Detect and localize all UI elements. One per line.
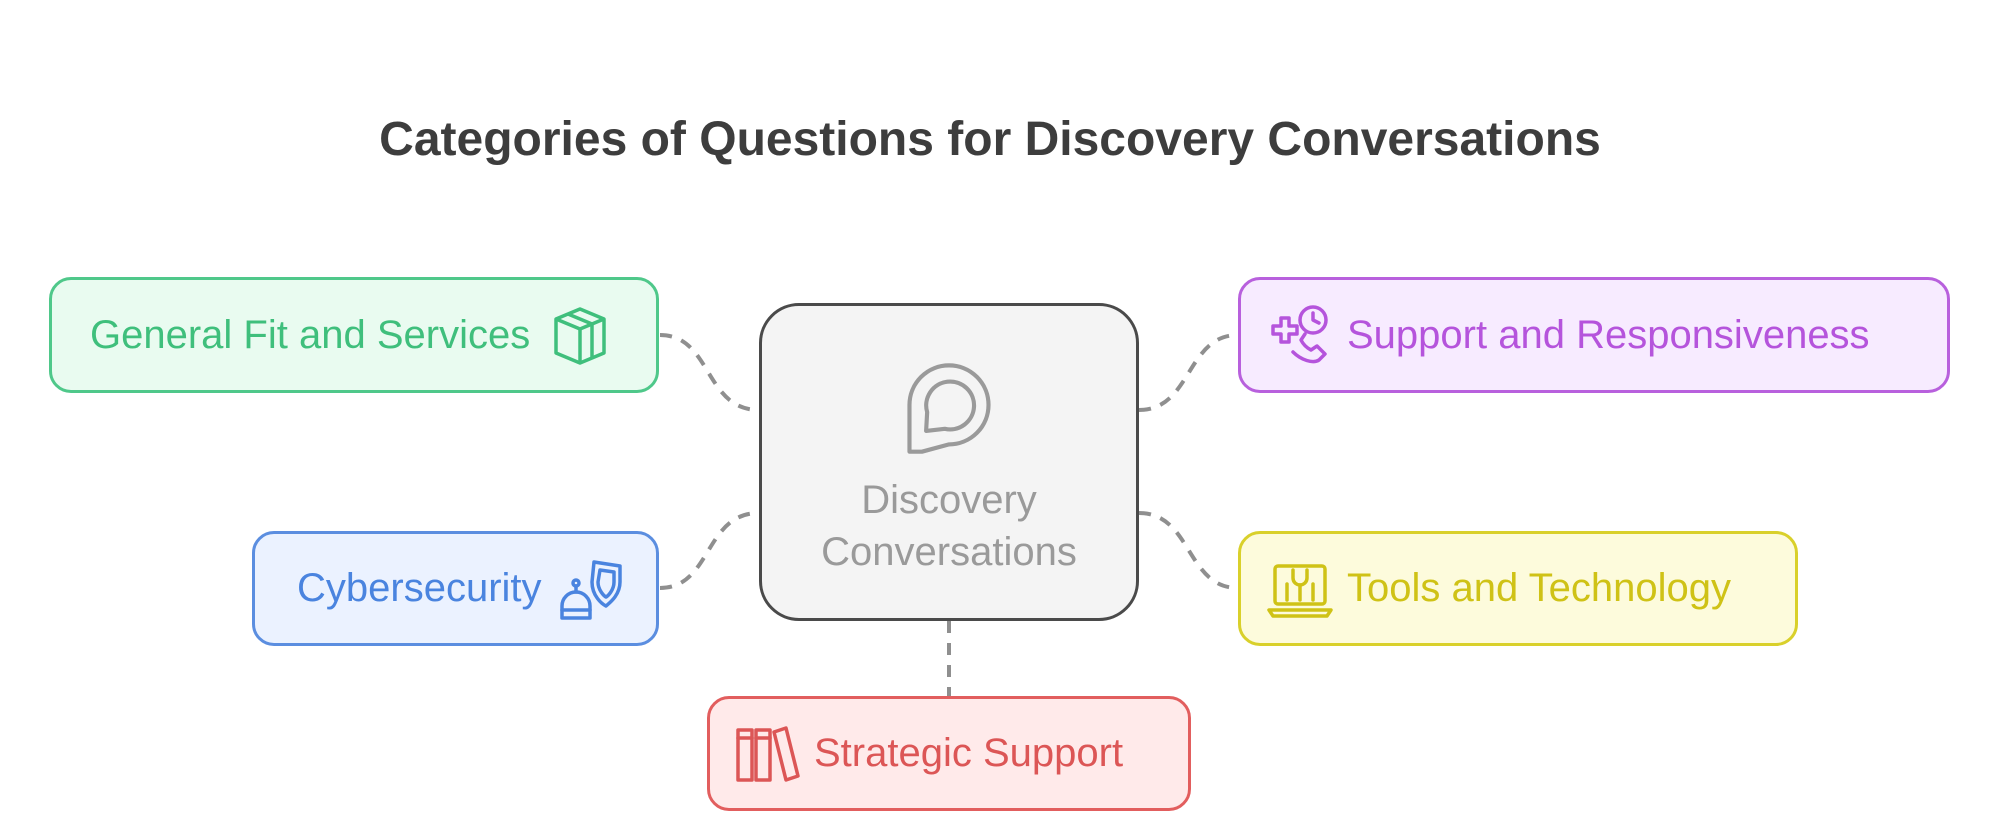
chat-bubble-icon	[907, 363, 991, 454]
center-label: Discovery Conversations	[821, 478, 1077, 574]
books-icon	[736, 725, 800, 782]
node-support-and-responsiveness[interactable]: Support and Responsiveness	[1238, 277, 1950, 393]
connector-cyber	[659, 511, 760, 590]
connector-general	[659, 333, 760, 412]
node-cybersecurity[interactable]: Cybersecurity	[252, 531, 659, 646]
connector-support	[1138, 333, 1239, 412]
center-node[interactable]: Discovery Conversations	[759, 303, 1139, 621]
node-label: Support and Responsiveness	[1347, 312, 1870, 357]
diagram-title: Categories of Questions for Discovery Co…	[379, 113, 1601, 166]
node-tools-and-technology[interactable]: Tools and Technology	[1238, 531, 1798, 646]
node-label: Cybersecurity	[297, 566, 542, 610]
node-label: General Fit and Services	[90, 312, 531, 357]
box-icon	[554, 307, 606, 365]
node-general-fit-and-services[interactable]: General Fit and Services	[49, 277, 659, 393]
phone-support-clock-icon	[1271, 305, 1328, 364]
node-strategic-support[interactable]: Strategic Support	[707, 696, 1191, 811]
node-label: Tools and Technology	[1347, 566, 1731, 610]
node-label: Strategic Support	[814, 731, 1124, 775]
robot-shield-icon	[559, 559, 622, 620]
connector-tools	[1138, 511, 1239, 590]
laptop-tools-icon	[1267, 563, 1333, 618]
